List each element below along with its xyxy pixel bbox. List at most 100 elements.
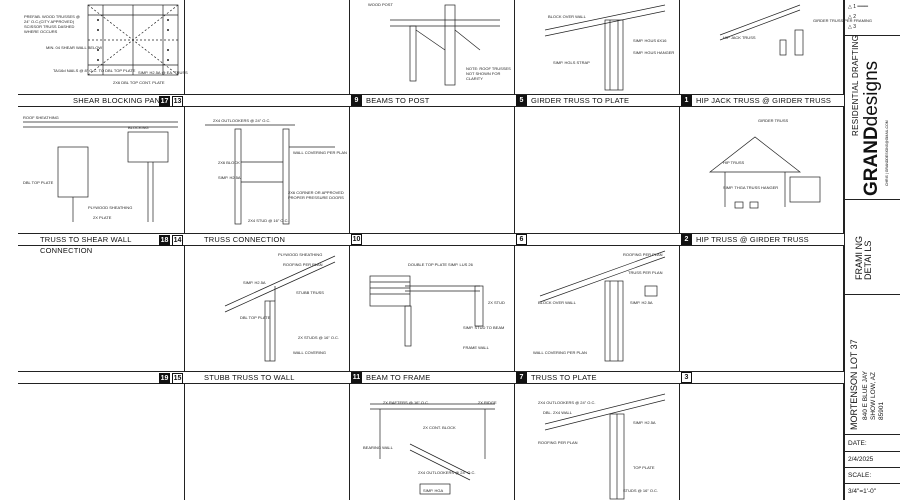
detail-title-bar: 10 <box>350 233 515 246</box>
column-4 <box>515 0 680 500</box>
project-city: SHOW LOW, AZ <box>870 371 877 420</box>
note: 2X6 CORNER OR APPROVED PROPER PRESSURE D… <box>288 190 344 200</box>
note: 2X6 BLOCK <box>218 160 240 165</box>
truss-to-shear-wall-drawing <box>23 121 178 222</box>
note: 2X4 OUTLOOKERS @ 24" O.C. <box>213 118 271 123</box>
detail-title: TRUSS TO PLATE <box>531 373 597 382</box>
note: STUBB TRUSS <box>296 290 324 295</box>
note: PLYWOOD SHEATHING <box>88 205 133 210</box>
sheet-title-box: FRAMI NG DETAI LS <box>845 200 900 295</box>
company-contact: CHRIS | GRANDDESIGNS@GMAIL.COM <box>885 120 889 186</box>
note: DBL. 2X4 WALL <box>543 410 572 415</box>
note: SIMP. LUS 26 <box>448 262 473 267</box>
note: SIMP. HGUS 6X16 <box>633 38 667 43</box>
note: SIMP. HGUS HANGER <box>633 50 675 55</box>
detail-title-bar: 2 HIP TRUSS @ GIRDER TRUSS <box>680 233 844 246</box>
detail-title-bar: 1 HIP JACK TRUSS @ GIRDER TRUSS <box>680 94 844 107</box>
scale-label: SCALE: <box>848 472 872 479</box>
note: FRAME WALL <box>463 345 489 350</box>
note: 2X CONT. BLOCK <box>423 425 456 430</box>
note: STUDS @ 16" O.C. <box>623 488 659 493</box>
truss-to-plate-drawing <box>539 250 666 362</box>
note: GIRDER TRUSS <box>758 118 789 123</box>
hip-truss-girder-drawing <box>708 136 821 209</box>
note: SIMP. H2.5A <box>633 420 656 425</box>
column-3 <box>350 0 515 500</box>
detail-number: 13 <box>172 96 183 107</box>
detail-title: BEAMS TO POST <box>366 96 430 105</box>
note: TOP PLATE <box>633 465 655 470</box>
date-label: DATE: <box>848 440 867 447</box>
detail-number: 5 <box>516 95 527 106</box>
detail-title-bar: TRUSS CONNECTION <box>185 233 350 246</box>
note: HIP JACK TRUSS <box>723 35 756 40</box>
rafter-detail-drawing <box>370 403 495 495</box>
note: ROOFING PER PLAN <box>623 252 663 257</box>
note: DBL TOP PLATE <box>23 180 54 185</box>
company-box: RESIDENTIAL DRAFTING GRANDdesigns CHRIS … <box>845 34 900 200</box>
title-block: △ 1 ═══ △ 2 △ 3 RESIDENTIAL DRAFTING GRA… <box>844 0 900 500</box>
project-zip: 85901 <box>878 401 885 420</box>
drafting-label: RESIDENTIAL DRAFTING <box>851 34 860 136</box>
note: WALL COVERING PER PLAN <box>293 150 347 155</box>
detail-title-bar: 5 GIRDER TRUSS TO PLATE <box>515 94 680 107</box>
detail-number: 2 <box>681 234 692 245</box>
note: HIP TRUSS <box>723 160 745 165</box>
detail-title-bar: 3 <box>680 371 844 384</box>
project-address: 840 E BLUE JAY <box>862 370 869 420</box>
detail-title: TRUSS CONNECTION <box>204 235 286 244</box>
note: BEARING WALL <box>363 445 393 450</box>
hip-jack-truss-drawing <box>719 4 804 56</box>
detail-number: 18 <box>159 235 170 246</box>
detail-title: SHEAR BLOCKING PANEL <box>73 96 170 105</box>
note: PREFAB. WOOD TRUSSES @ 24" O.C.(CITY APP… <box>24 14 80 34</box>
detail-number: 1 <box>681 95 692 106</box>
note: TRUSS PER PLAN <box>628 270 663 275</box>
note: SIMP. H2.5A @ EA. TRUSS <box>138 70 188 75</box>
detail-number: 6 <box>516 234 527 245</box>
revision-mark: △ 1 ═══ <box>848 4 869 10</box>
note: DOUBLE TOP PLATE <box>408 262 448 267</box>
detail-title-bar: 6 <box>515 233 680 246</box>
date-value: 2/4/2025 <box>848 456 874 463</box>
note: TA/16d NAILS @ 8" O.C. TO DBL TOP PLATE <box>53 68 136 73</box>
note: 2X4 OUTLOOKERS @ 24" O.C. <box>538 400 596 405</box>
detail-title-bar: STUBB TRUSS TO WALL <box>185 371 350 384</box>
detail-number: 9 <box>351 95 362 106</box>
note: 2X STUDS @ 16" O.C. <box>298 335 340 340</box>
column-1 <box>18 0 185 500</box>
beam-to-frame-drawing <box>369 275 484 347</box>
note: ROOF SHEATHING <box>23 115 59 120</box>
note: ROOFING PER PLAN <box>283 262 323 267</box>
note: SIMP. HGLS STRAP <box>553 60 590 65</box>
detail-number: 15 <box>172 373 183 384</box>
project-box: MORTENSON LOT 37 840 E BLUE JAY SHOW LOW… <box>845 295 900 435</box>
detail-title: TRUSS TO SHEAR WALL CONNECTION <box>40 235 132 255</box>
note: SIMP. STUD TO BEAM <box>463 325 505 330</box>
beams-to-post-drawing <box>390 4 500 86</box>
detail-title: HIP TRUSS @ GIRDER TRUSS <box>696 235 809 244</box>
scale-value: 3/4"=1'-0" <box>848 488 877 495</box>
detail-number: 14 <box>172 235 183 246</box>
revision-box: △ 1 ═══ △ 2 △ 3 <box>845 0 900 36</box>
column-2 <box>185 0 350 500</box>
note: ROOFING PER PLAN <box>538 440 578 445</box>
scale-label-box: SCALE: <box>845 468 900 484</box>
project-name: MORTENSON LOT 37 <box>849 339 859 430</box>
note: SIMP. H2.5A <box>218 175 241 180</box>
note: SIMP. H2.5A <box>243 280 266 285</box>
revision-mark: △ 3 <box>848 24 857 30</box>
note: SIMP. THGA TRUSS HANGER <box>723 185 779 190</box>
detail-title: BEAM TO FRAME <box>366 373 431 382</box>
note: BLOCKING <box>128 125 149 130</box>
detail-grid: PREFAB. WOOD TRUSSES @ 24" O.C.(CITY APP… <box>18 0 872 500</box>
detail-title-bar: 9 BEAMS TO POST <box>350 94 515 107</box>
detail-number: 19 <box>159 373 170 384</box>
column-5 <box>680 0 844 500</box>
stubb-truss-drawing <box>224 255 336 362</box>
girder-truss-to-plate-drawing <box>544 4 666 91</box>
note: PLYWOOD SHEATHING <box>278 252 323 257</box>
